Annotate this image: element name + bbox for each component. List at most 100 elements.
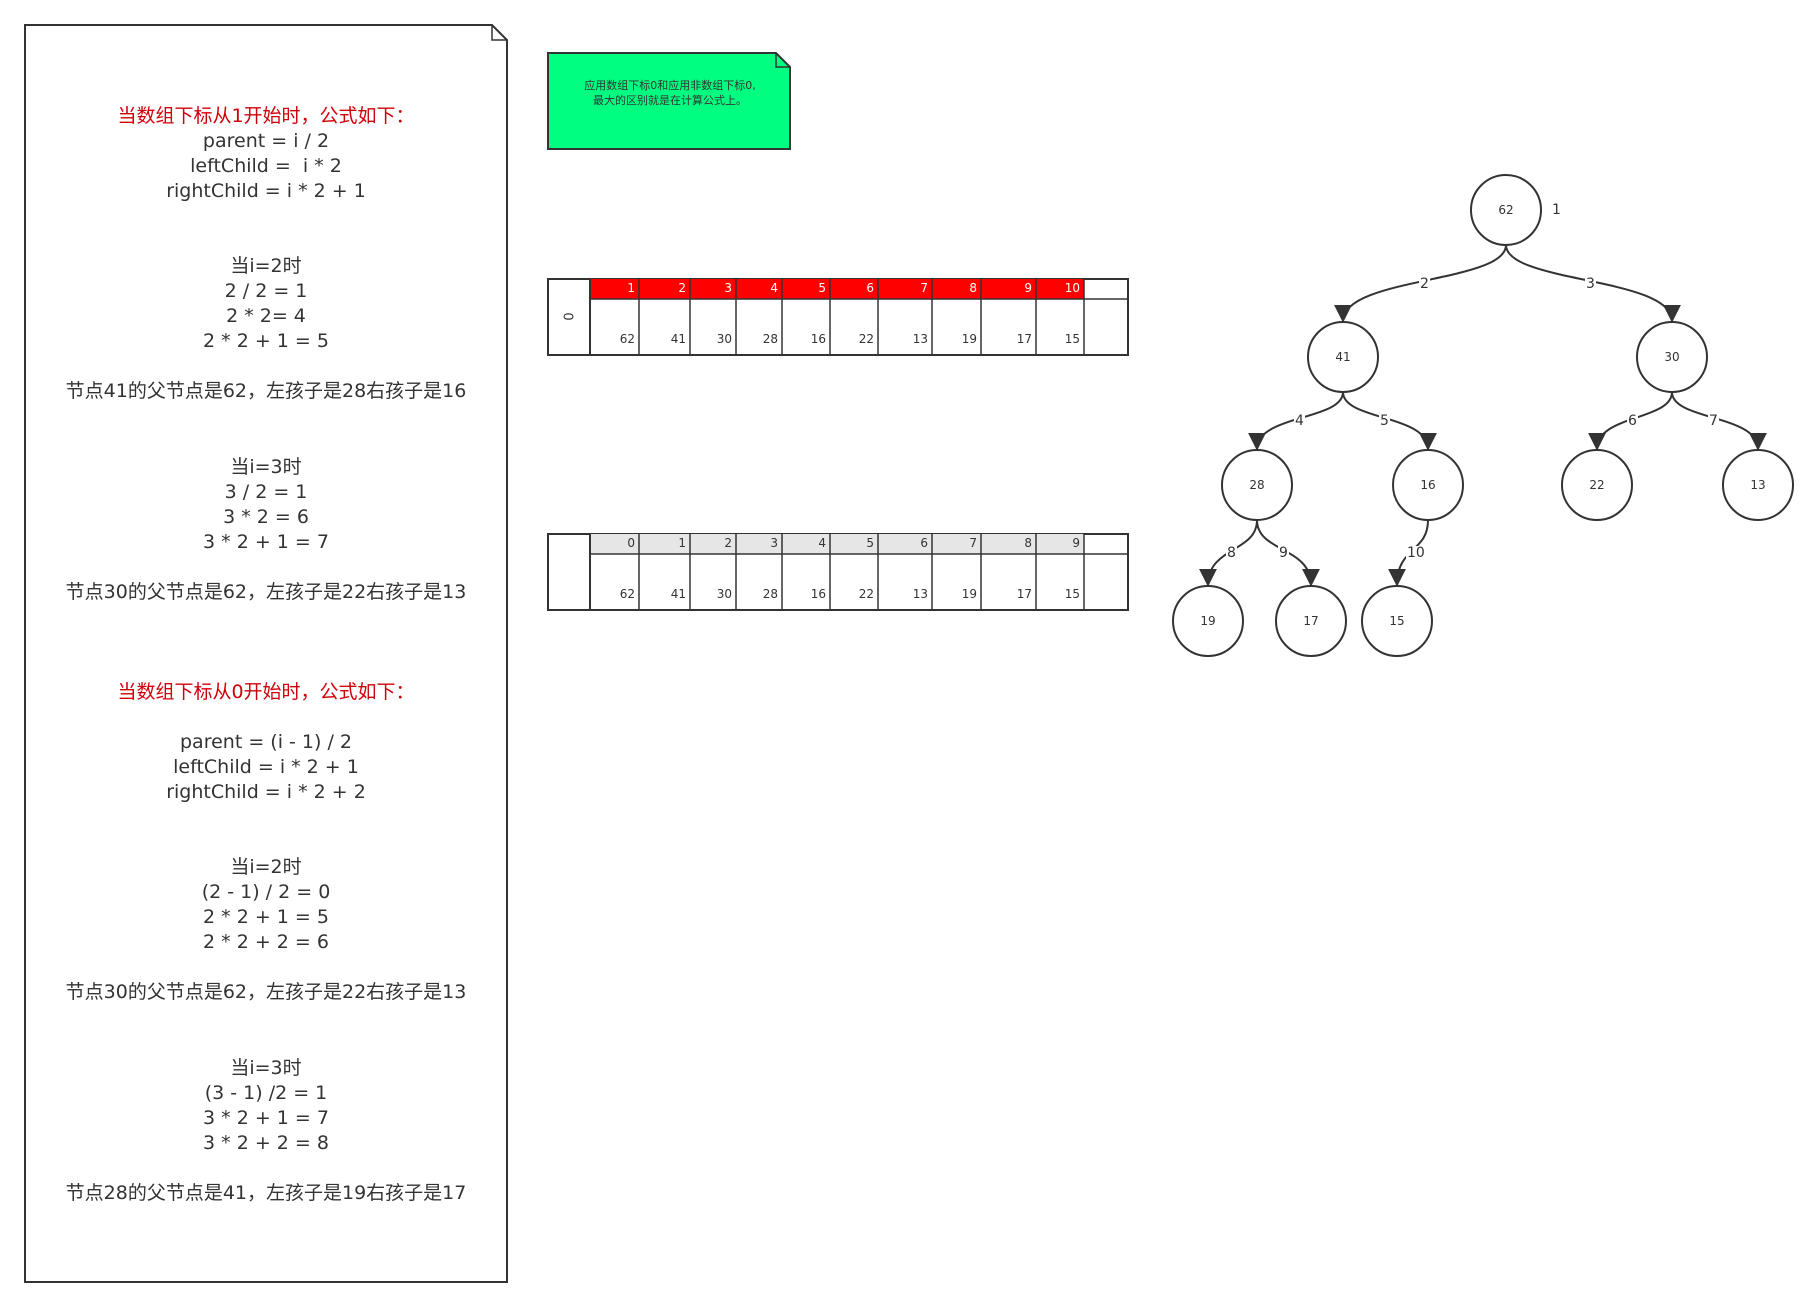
section1-title: 当数组下标从1开始时，公式如下： xyxy=(117,105,415,127)
section1-ex2-line: 3 * 2 = 6 xyxy=(223,506,309,528)
array-index-label: 1 xyxy=(678,536,686,550)
section2-title: 当数组下标从0开始时，公式如下： xyxy=(117,681,415,703)
array-value-label: 41 xyxy=(670,587,686,601)
tree-edge-label: 2 xyxy=(1419,276,1430,292)
tree-node xyxy=(1361,585,1433,657)
array-value-label: 62 xyxy=(619,587,635,601)
tree-node xyxy=(1636,321,1708,393)
section2-ex2-heading: 当i=3时 xyxy=(230,1057,302,1079)
tree-node-value: 16 xyxy=(1420,478,1436,492)
array-index-label: 9 xyxy=(1072,536,1080,550)
array-value-label: 16 xyxy=(810,587,826,601)
tree-node-value: 13 xyxy=(1750,478,1766,492)
section2-ex1-line: 2 * 2 + 1 = 5 xyxy=(203,906,329,928)
section2-ex1-result: 节点30的父节点是62，左孩子是22右孩子是13 xyxy=(65,981,467,1003)
array-value-label: 41 xyxy=(670,332,686,346)
section1-ex2-heading: 当i=3时 xyxy=(230,456,302,478)
arrays-layer xyxy=(547,278,1129,611)
callout-note xyxy=(547,52,791,150)
array-value-label: 19 xyxy=(961,587,977,601)
section1-ex1-line: 2 * 2 + 1 = 5 xyxy=(203,330,329,352)
section1-ex2-result: 节点30的父节点是62，左孩子是22右孩子是13 xyxy=(65,581,467,603)
array-index-label: 5 xyxy=(818,281,826,295)
tree-node xyxy=(1275,585,1347,657)
note-card xyxy=(24,24,508,1283)
section2-ex2-line: 3 * 2 + 1 = 7 xyxy=(203,1107,329,1129)
array-index-label: 8 xyxy=(969,281,977,295)
tree-edge-label: 10 xyxy=(1406,545,1426,561)
tree-node xyxy=(1221,449,1293,521)
array-index-label: 2 xyxy=(724,536,732,550)
section1-formula-left: leftChild = i * 2 xyxy=(190,155,342,177)
tree-node-value: 19 xyxy=(1200,614,1216,628)
tree-node xyxy=(1307,321,1379,393)
array-index-label: 2 xyxy=(678,281,686,295)
array-index-label: 6 xyxy=(920,536,928,550)
section1-ex1-result: 节点41的父节点是62，左孩子是28右孩子是16 xyxy=(65,380,467,402)
array-index-label: 3 xyxy=(724,281,732,295)
array-zero-slot-label: 0 xyxy=(559,312,575,321)
array-value-label: 17 xyxy=(1016,332,1032,346)
section1-formula-right: rightChild = i * 2 + 1 xyxy=(166,180,366,202)
callout-line-1: 应用数组下标0和应用非数组下标0, xyxy=(584,79,756,92)
section1-ex2-line: 3 / 2 = 1 xyxy=(224,481,308,503)
array-value-label: 30 xyxy=(716,587,732,601)
array-index-label: 3 xyxy=(770,536,778,550)
tree-node-value: 30 xyxy=(1664,350,1680,364)
tree-edge-label: 5 xyxy=(1379,413,1390,429)
array-index-label: 10 xyxy=(1064,281,1080,295)
section2-ex2-result: 节点28的父节点是41，左孩子是19右孩子是17 xyxy=(65,1182,467,1204)
array-index-label: 7 xyxy=(920,281,928,295)
array-index-label: 6 xyxy=(866,281,874,295)
section1-ex1-line: 2 / 2 = 1 xyxy=(224,280,308,302)
array-index-label: 5 xyxy=(866,536,874,550)
tree-layer xyxy=(1172,174,1794,657)
tree-edge-label: 3 xyxy=(1585,276,1596,292)
tree-node xyxy=(1722,449,1794,521)
array-value-label: 22 xyxy=(858,332,874,346)
section2-ex2-line: 3 * 2 + 2 = 8 xyxy=(203,1132,329,1154)
tree-node xyxy=(1470,174,1542,246)
array-index-label: 4 xyxy=(770,281,778,295)
tree-node-value: 15 xyxy=(1389,614,1405,628)
section2-formula-left: leftChild = i * 2 + 1 xyxy=(173,756,359,778)
array-value-label: 13 xyxy=(912,587,928,601)
section1-ex1-heading: 当i=2时 xyxy=(230,255,302,277)
array-value-label: 62 xyxy=(619,332,635,346)
tree-edge-label: 4 xyxy=(1294,413,1305,429)
array-index-band xyxy=(590,279,1084,299)
array-index-label: 8 xyxy=(1024,536,1032,550)
tree-edge-label: 8 xyxy=(1226,545,1237,561)
tree-node-value: 28 xyxy=(1249,478,1265,492)
tree-node xyxy=(1172,585,1244,657)
array-value-label: 19 xyxy=(961,332,977,346)
section2-ex1-line: (2 - 1) / 2 = 0 xyxy=(201,881,331,903)
array-value-label: 13 xyxy=(912,332,928,346)
callout-fold xyxy=(775,53,790,68)
section2-ex1-line: 2 * 2 + 2 = 6 xyxy=(203,931,329,953)
root-index-label: 1 xyxy=(1552,202,1561,218)
tree-edge-label: 6 xyxy=(1627,413,1638,429)
array-index-label: 7 xyxy=(969,536,977,550)
array-index-label: 4 xyxy=(818,536,826,550)
array-value-label: 17 xyxy=(1016,587,1032,601)
callout-line-2: 最大的区别就是在计算公式上。 xyxy=(593,94,747,107)
section2-ex2-line: (3 - 1) /2 = 1 xyxy=(204,1082,328,1104)
section1-formula-parent: parent = i / 2 xyxy=(202,130,330,152)
array-value-label: 28 xyxy=(762,332,778,346)
tree-edge-label: 7 xyxy=(1708,413,1719,429)
section2-formula-right: rightChild = i * 2 + 2 xyxy=(166,781,366,803)
array-value-label: 22 xyxy=(858,587,874,601)
tree-node xyxy=(1392,449,1464,521)
tree-node-value: 17 xyxy=(1303,614,1319,628)
array-value-label: 28 xyxy=(762,587,778,601)
note-card-fold xyxy=(491,25,507,41)
tree-edge-label: 9 xyxy=(1278,545,1289,561)
array-index-label: 1 xyxy=(627,281,635,295)
array-index-label: 9 xyxy=(1024,281,1032,295)
tree-node-value: 62 xyxy=(1498,203,1514,217)
array-value-label: 30 xyxy=(716,332,732,346)
section2-ex1-heading: 当i=2时 xyxy=(230,856,302,878)
section1-ex2-line: 3 * 2 + 1 = 7 xyxy=(203,531,329,553)
